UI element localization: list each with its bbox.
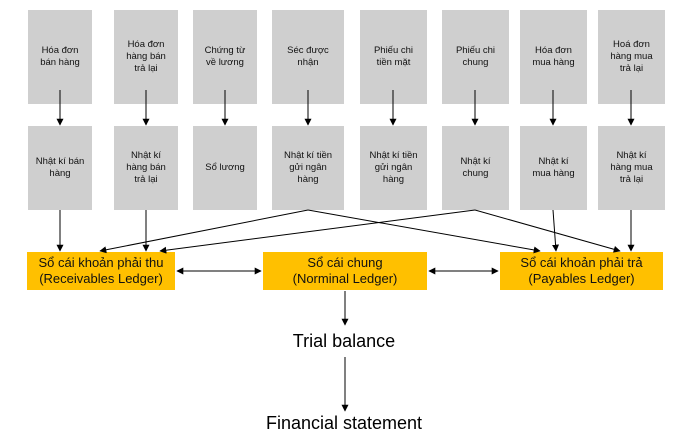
journal-box-bank-deposits-2: Nhật kí tiền gửi ngân hàng <box>360 126 427 210</box>
financial-statement-label: Financial statement <box>265 413 423 433</box>
arrow-general-to-receivables <box>159 209 476 254</box>
source-box-sales-return-invoice: Hóa đơn hàng bán trả lại <box>114 10 178 104</box>
journal-box-general: Nhật kí chung <box>442 126 509 210</box>
source-box-cash-payment-voucher: Phiếu chi tiền mặt <box>360 10 427 104</box>
journal-box-payroll: Sổ lương <box>193 126 257 210</box>
ledger-receivables: Sổ cái khoản phải thu (Receivables Ledge… <box>27 252 175 290</box>
arrow-bank1-to-receivables <box>99 209 309 254</box>
source-box-purchase-return-invoice: Hoá đơn hàng mua trả lại <box>598 10 665 104</box>
arrow-bank1-to-payables <box>307 209 541 254</box>
source-box-cheques-received: Séc được nhận <box>272 10 344 104</box>
trial-balance-label: Trial balance <box>292 331 396 351</box>
ledger-payables: Sổ cái khoản phải trả (Payables Ledger) <box>500 252 663 290</box>
arrow-general-to-payables <box>474 209 621 253</box>
source-box-general-payment-voucher: Phiếu chi chung <box>442 10 509 104</box>
journal-box-purchase-returns: Nhật kí hàng mua trả lại <box>598 126 665 210</box>
journal-box-sales-returns: Nhật kí hàng bán trả lại <box>114 126 178 210</box>
source-box-payroll-documents: Chứng từ về lương <box>193 10 257 104</box>
source-box-sales-invoice: Hóa đơn bán hàng <box>28 10 92 104</box>
source-box-purchase-invoice: Hóa đơn mua hàng <box>520 10 587 104</box>
journal-box-bank-deposits-1: Nhật kí tiền gửi ngân hàng <box>272 126 344 210</box>
arrow-purchases-to-payables <box>552 209 560 252</box>
journal-box-sales: Nhật kí bán hàng <box>28 126 92 210</box>
journal-box-purchases: Nhật kí mua hàng <box>520 126 587 210</box>
ledger-nominal: Sổ cái chung (Norminal Ledger) <box>263 252 427 290</box>
